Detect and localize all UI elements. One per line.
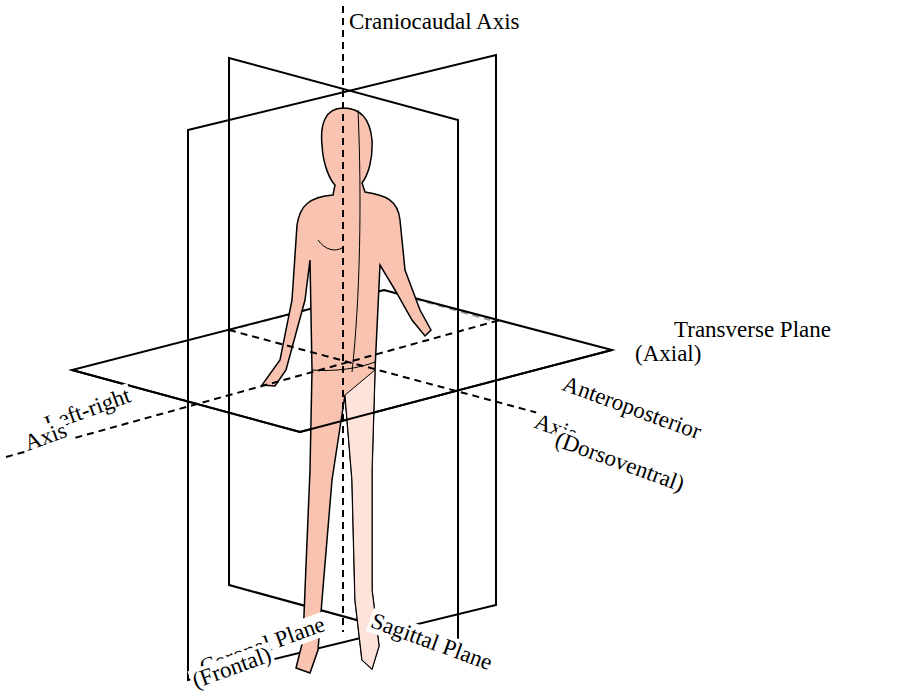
axis-plane-label: (Dorsoventral) — [550, 427, 689, 497]
axis-plane-label: Craniocaudal Axis — [347, 10, 522, 34]
axis-plane-label: (Axial) — [633, 342, 703, 366]
human-figure — [262, 108, 431, 673]
craniocaudal-axis — [342, 6, 344, 632]
axis-plane-label: Axis — [20, 418, 73, 457]
axis-plane-label: Sagittal Plane — [366, 608, 497, 676]
left-right-axis — [6, 320, 500, 457]
axis-plane-label: Transverse Plane — [672, 318, 833, 342]
